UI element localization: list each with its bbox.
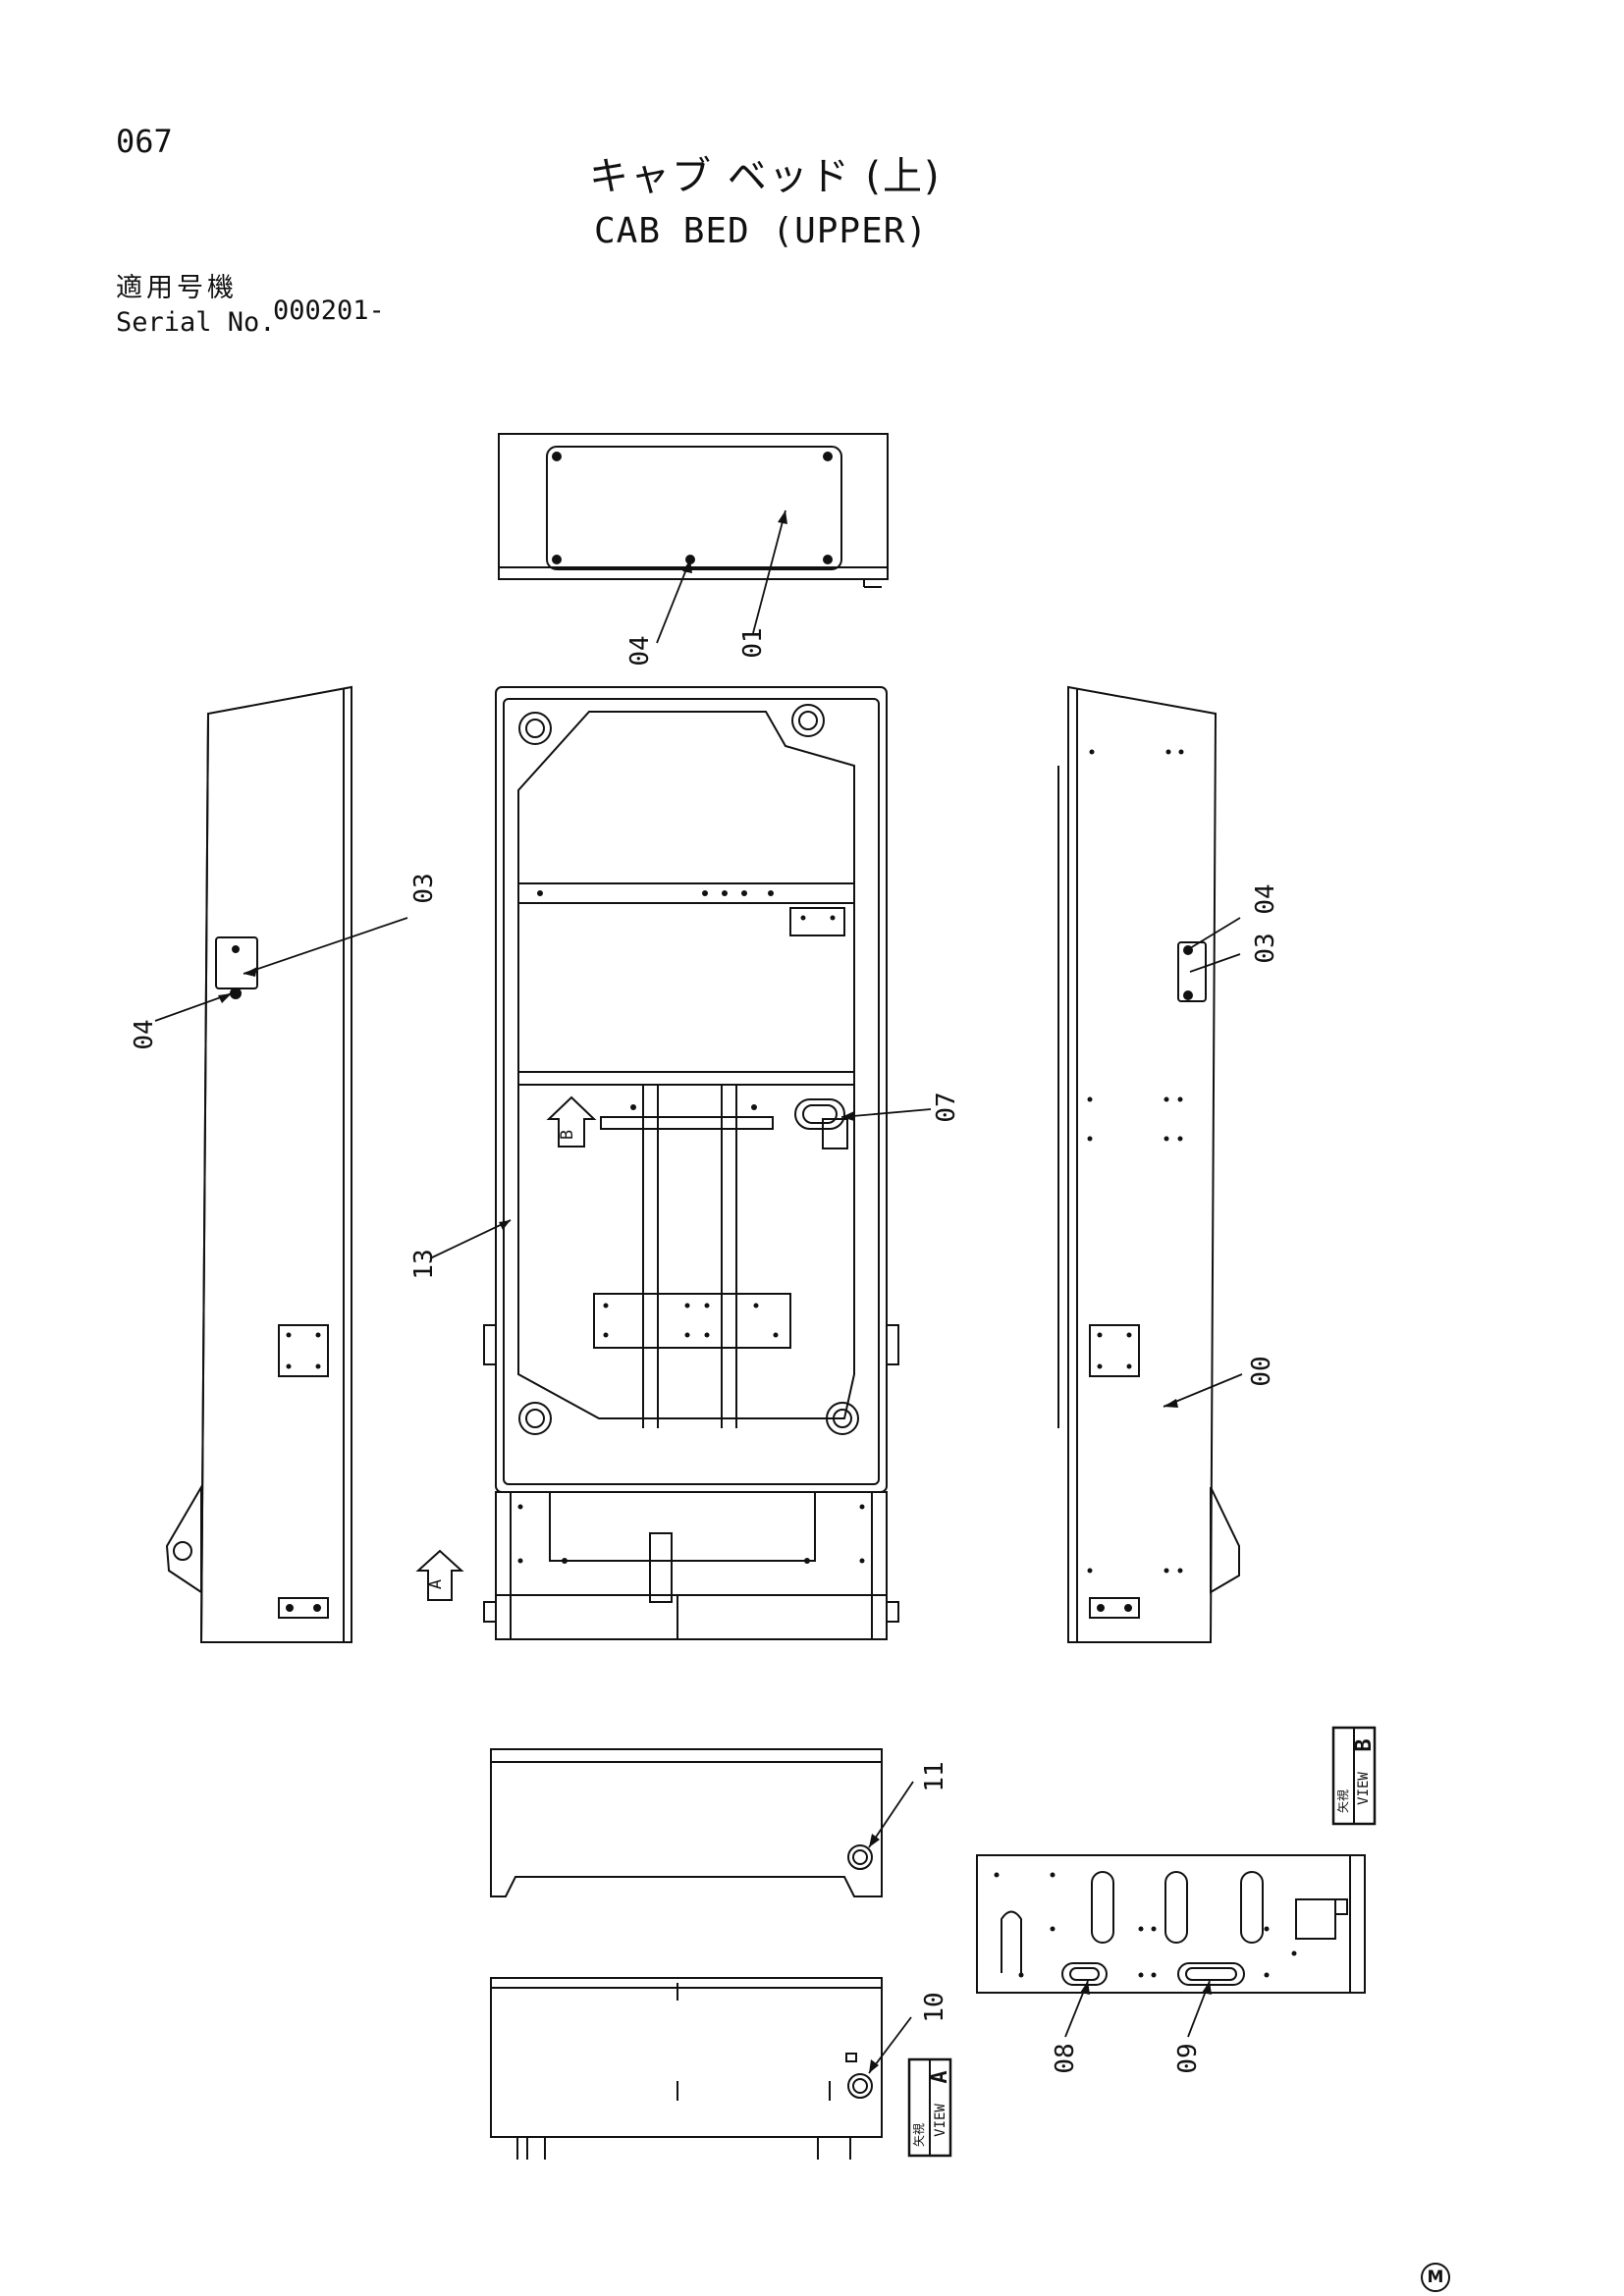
view-b-plate [976,1854,1366,1994]
callout-11: 11 [920,1761,949,1791]
lower-panel-upper [490,1748,883,1897]
callout-10: 10 [920,1992,949,2022]
page-title-japanese: キャブ ベッド (上) [589,154,942,199]
right-side-member [1057,685,1240,1643]
lower-panel-lower [490,1977,883,2160]
callout-08: 08 [1051,2043,1080,2073]
view-b-label-japanese: 矢視 [1335,1789,1350,1813]
page-title-english: CAB BED (UPPER) [594,211,929,251]
view-b-label-english: VIEW [1356,1772,1372,1805]
callout-04-top: 04 [625,635,655,666]
view-b-label-letter: B [1352,1738,1377,1751]
callout-13: 13 [409,1249,439,1279]
serial-label-japanese: 適用号機 [116,273,238,303]
footer-circled-mark: M [1421,2263,1450,2292]
view-a-arrow-marker [415,1549,464,1601]
view-a-label-english: VIEW [933,2104,948,2137]
main-cab-bed-frame [483,686,899,1640]
callout-03-left: 03 [409,873,439,903]
callout-07: 07 [932,1092,961,1122]
view-b-arrow-letter: B [558,1130,577,1140]
view-a-arrow-letter: A [426,1579,446,1589]
callout-04-left: 04 [130,1019,159,1049]
callout-04-right: 04 [1251,883,1280,914]
left-side-member [165,685,352,1643]
callout-00: 00 [1247,1356,1276,1386]
leader-lines [154,509,1243,2074]
view-a-label-letter: A [928,2070,952,2083]
view-a-label-japanese: 矢視 [911,2123,926,2147]
view-a-label-box [907,2057,952,2158]
callout-09: 09 [1173,2043,1203,2073]
view-b-label-box [1331,1726,1377,1826]
serial-label-english: Serial No. [116,307,276,338]
page-number: 067 [116,123,173,160]
callout-01: 01 [738,627,768,658]
leader-arrowheads [218,510,1212,2073]
callout-03-right: 03 [1251,933,1280,963]
serial-number-range: 000201- [273,295,385,326]
top-cover-plate [498,433,889,588]
callout-numbers: 04 01 03 04 04 03 07 13 00 11 10 08 09 [130,627,1280,2073]
view-b-arrow-marker [546,1095,597,1148]
